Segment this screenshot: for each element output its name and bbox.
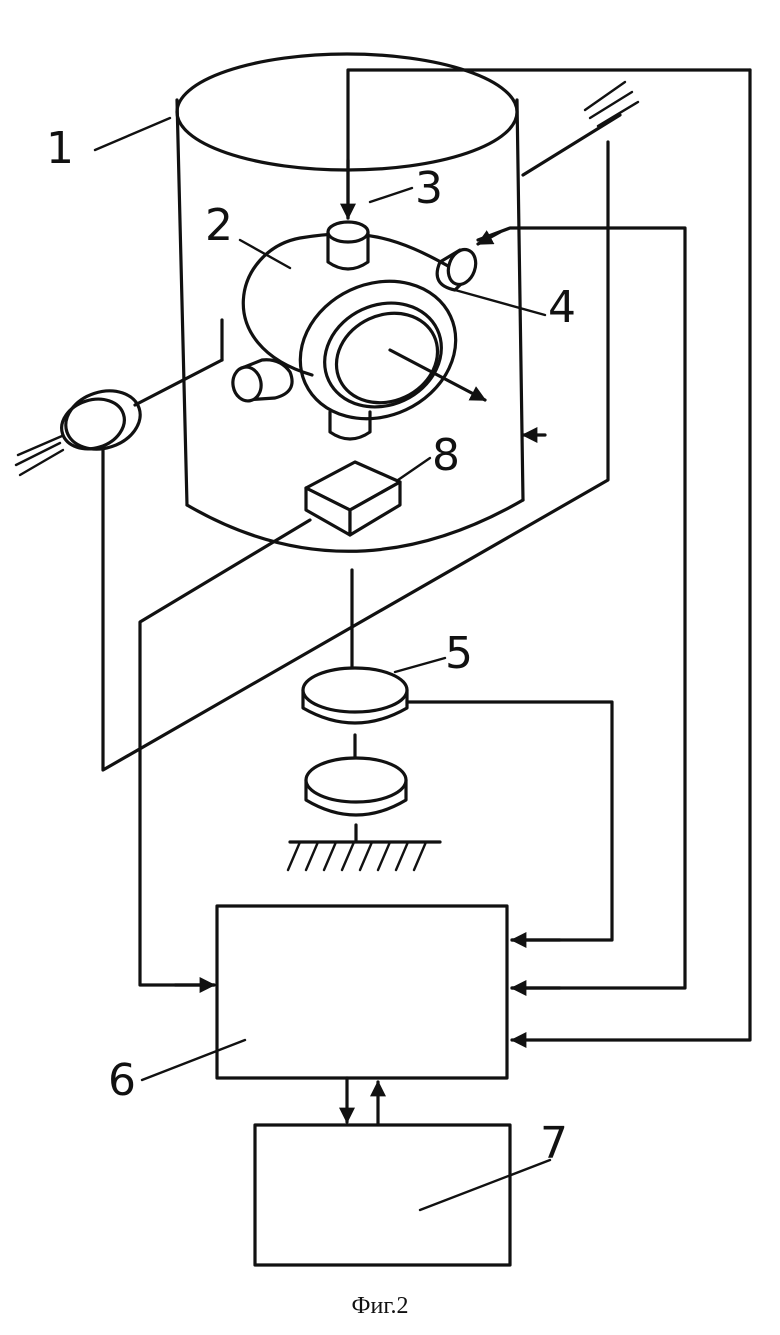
figure-caption: Фиг.2: [352, 1293, 409, 1319]
wire-sensor3-top: [346, 68, 752, 220]
label-1: 1: [46, 123, 74, 174]
ground-symbol: [286, 840, 442, 872]
wire-block8: [138, 518, 312, 987]
left-cylinder: [231, 358, 294, 403]
label-2: 2: [205, 200, 233, 251]
wire-sensor3: [510, 68, 752, 1048]
block-8: [304, 460, 402, 537]
unit-5: [301, 568, 409, 842]
label-3: 3: [415, 163, 443, 214]
bus-6-7: [339, 1076, 386, 1126]
upper-hatch: [521, 80, 640, 177]
wire-sensor4: [476, 226, 687, 990]
block-7: [253, 1123, 512, 1267]
label-8: 8: [432, 430, 460, 481]
ring-holder: [241, 232, 487, 421]
leader-lines: [93, 116, 552, 1212]
left-dish: [14, 358, 224, 477]
label-6: 6: [108, 1055, 136, 1106]
wire-left-dish: [101, 140, 610, 772]
label-7: 7: [540, 1118, 568, 1169]
sensor-3: [326, 220, 370, 271]
bottom-cylinder: [328, 410, 372, 441]
sensor-4: [435, 247, 478, 292]
label-5: 5: [445, 628, 473, 679]
block-6: [215, 904, 509, 1080]
wire-unit5: [405, 700, 614, 942]
label-4: 4: [548, 282, 576, 333]
